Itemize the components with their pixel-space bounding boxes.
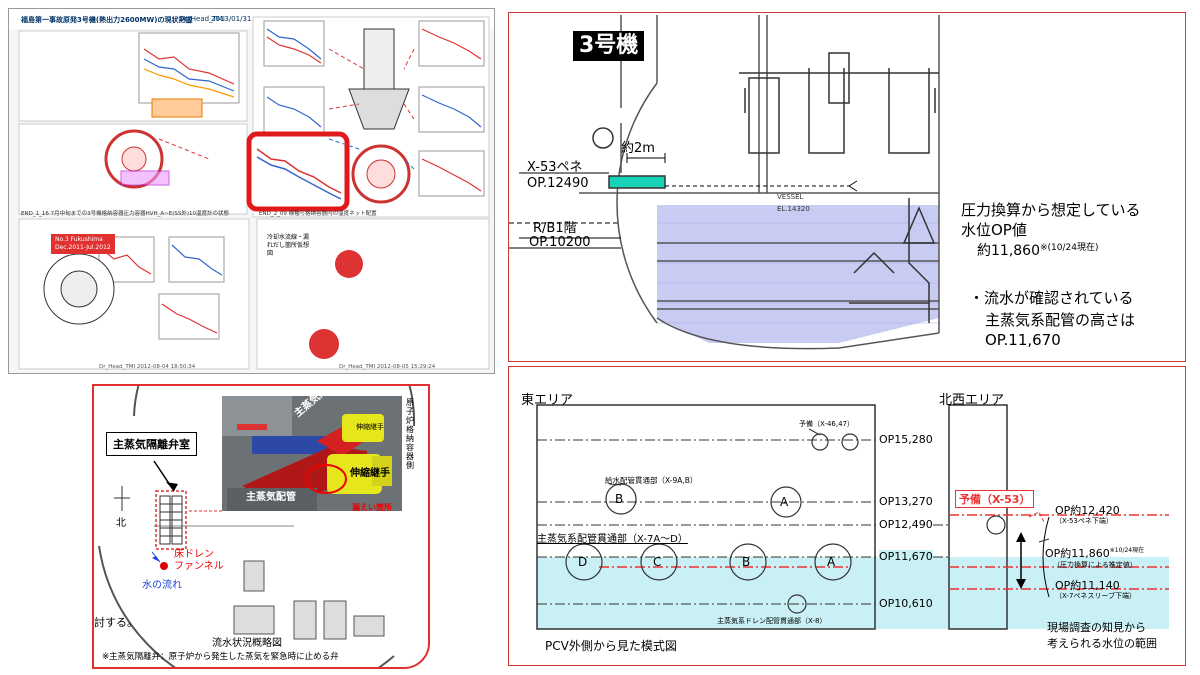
op-level-5: OP10,610	[879, 597, 933, 610]
label-water-flow: 水の流れ	[142, 580, 182, 591]
label-expansion-joint-2: 伸縮継手	[350, 468, 390, 479]
poster-flow-label: 冷却水流線・漏れだし箇所仮想図	[267, 234, 310, 257]
label-floor-drain: 床ドレン ファンネル	[174, 549, 224, 572]
section-view-panel: 3号機 約2m X-53ペネ OP.12490 R/B1階 OP.10200 V…	[508, 12, 1186, 362]
section-view-graphic	[509, 15, 940, 350]
right-level-3-sub: （X-7ペネスリーブ下端）	[1055, 592, 1137, 600]
unit-badge: 3号機	[573, 31, 645, 61]
spare-x46-label: 予備（X-46,47）	[799, 420, 855, 428]
drain-pipe-label: 主蒸気系ドレン配管貫通部（X-8）	[717, 617, 827, 625]
circle-d: D	[578, 555, 588, 569]
circle-b-lower: B	[742, 555, 751, 569]
label-vessel-el: EL.14320	[777, 205, 810, 213]
poster-author: Dr_Head_TMI	[179, 15, 225, 23]
poster-header: 福島第一事故原発3号機(熱出力2600MW)の現状把握	[21, 16, 193, 24]
note2-line2: 主蒸気系配管の高さは	[985, 311, 1136, 329]
poster-note-2: END_2_09 機種ら格納容器内の温度ネット配置	[259, 211, 377, 217]
schematic-graphic	[536, 404, 1169, 630]
label-x53-op: OP.12490	[527, 176, 589, 191]
poster-footer-left: Dr_Head_TMI 2012-08-04 18:50:34	[99, 364, 196, 370]
label-containment-side: 原子炉格納容器側	[406, 398, 414, 470]
poster-date: 2013/01/31	[211, 15, 252, 23]
schematic-panel: 東エリア 北西エリア 予備（X-46,47） 給水配管貫通部（X-9A,B） 主…	[508, 366, 1186, 666]
feedwater-label: 給水配管貫通部（X-9A,B）	[605, 476, 698, 485]
note1-line1: 圧力換算から想定している	[961, 201, 1141, 219]
photo-inset-graphic	[222, 396, 402, 511]
range-note-1: 現場調査の知見から	[1047, 621, 1146, 634]
circle-b-upper: B	[615, 492, 624, 506]
label-about-2m: 約2m	[621, 141, 655, 156]
circle-c: C	[653, 555, 662, 569]
x53-pipe	[608, 175, 666, 189]
series-box-title: No.3 Fukushima	[55, 236, 103, 243]
east-area-label: 東エリア	[521, 393, 574, 408]
note2-line1: ・流水が確認されている	[969, 289, 1134, 307]
note2-value: OP.11,670	[985, 331, 1061, 349]
circle-a-upper: A	[780, 495, 789, 509]
note1-value-wrap: 約11,860※(10/24現在)	[977, 240, 1099, 260]
photo-inset	[222, 396, 402, 511]
range-note-2: 考えられる水位の範囲	[1047, 637, 1157, 650]
label-floor: R/B1階	[533, 221, 577, 236]
flow-diagram-panel: 主蒸気隔離弁 伸縮継手 伸縮継手 主蒸気配管 漏えい箇所 原子炉格納容器側 主蒸…	[92, 384, 430, 669]
note1-line2: 水位OP値	[961, 221, 1027, 239]
right-level-1-sub: （X-53ペネ下端）	[1055, 517, 1113, 525]
label-north: 北	[116, 518, 126, 529]
label-x53: X-53ペネ	[527, 160, 583, 175]
poster-note-1: END_1_16 7月中旬までの3号機格納容器圧力容器HVH_A~E(SS外)1…	[21, 211, 229, 217]
right-level-2: OP約11,860	[1045, 547, 1110, 560]
op-level-4: OP11,670	[879, 550, 933, 563]
op-level-2: OP13,270	[879, 495, 933, 508]
right-level-2-sup: ※10/24現在	[1109, 547, 1145, 554]
poster-footer-right: Dr_Head_TMI 2012-08-05 15:29:24	[339, 364, 436, 370]
main-steam-pen-label: 主蒸気系配管貫通部（X-7A～D）	[537, 534, 688, 545]
spare-x53-label: 予備（X-53）	[955, 490, 1035, 508]
note1-sup: ※(10/24現在)	[1040, 243, 1099, 253]
poster-graphic	[9, 9, 494, 370]
op-level-3: OP12,490	[879, 518, 933, 531]
label-leak-point: 漏えい箇所	[352, 503, 392, 512]
right-level-2-sub: （圧力換算による推定値）	[1053, 561, 1137, 569]
note1-value: 約11,860	[977, 243, 1040, 259]
label-main-steam-pipe: 主蒸気配管	[246, 492, 296, 503]
label-fragment: 討する。	[94, 616, 138, 629]
label-floor-op: OP.10200	[529, 235, 591, 250]
right-level-2-wrap: OP約11,860※10/24現在	[1045, 545, 1144, 561]
label-expansion-joint-1: 伸縮継手	[356, 423, 384, 431]
series-box-range: Dec.2011-Jul.2012	[55, 244, 111, 251]
highlight-box	[246, 131, 350, 212]
right-level-1: OP約12,420	[1055, 504, 1120, 517]
poster-series-box: No.3 Fukushima Dec.2011-Jul.2012	[51, 234, 115, 254]
flow-diagram-graphic	[98, 386, 416, 667]
op-level-1: OP15,280	[879, 433, 933, 446]
label-valve-room: 主蒸気隔離弁室	[106, 432, 197, 456]
right-level-3: OP約11,140	[1055, 579, 1120, 592]
northwest-area-label: 北西エリア	[939, 393, 1005, 408]
flow-footnote: ※主蒸気隔離弁：原子炉から発生した蒸気を緊急時に止める弁	[102, 652, 339, 662]
circle-a-lower: A	[827, 555, 836, 569]
poster-panel: 福島第一事故原発3号機(熱出力2600MW)の現状把握 Dr_Head_TMI …	[8, 8, 495, 374]
pcv-caption: PCV外側から見た模式図	[545, 639, 677, 653]
label-vessel: VESSEL	[777, 193, 804, 201]
flow-caption: 流水状況概略図	[212, 638, 282, 649]
